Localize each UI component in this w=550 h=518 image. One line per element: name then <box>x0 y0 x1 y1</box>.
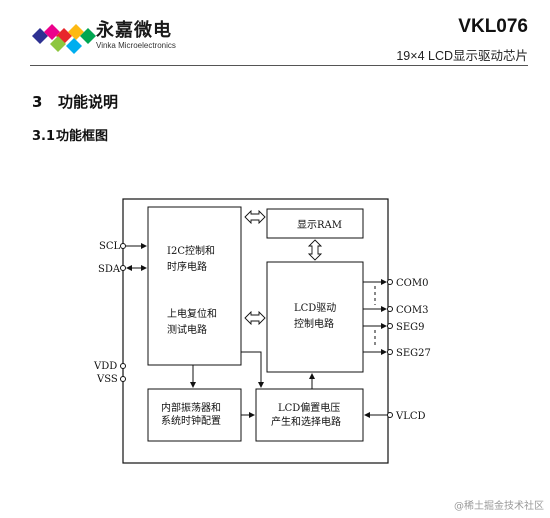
i2c-to-bias-wire <box>241 351 264 388</box>
pin-sda <box>120 265 126 271</box>
pin-scl <box>120 243 126 249</box>
lcd-driver-label: LCD驱动 <box>294 302 336 314</box>
subsection-number: 3.1 <box>32 129 56 144</box>
subsection-heading: 3.1功能框图 <box>32 125 108 144</box>
reset-block-label: 上电复位和 <box>167 307 217 320</box>
pin-label-com3: COM3 <box>396 305 428 316</box>
watermark: @稀土掘金技术社区 <box>454 501 544 512</box>
chip-outline <box>122 198 389 464</box>
lcd-bias-label: 产生和选择电路 <box>271 415 341 428</box>
pin-com0 <box>387 279 393 285</box>
header-divider <box>30 65 528 66</box>
pin-vdd <box>120 363 126 369</box>
pin-label-vdd: VDD <box>93 361 117 372</box>
pin-seg27 <box>387 349 393 355</box>
section-heading: 3 功能说明 <box>32 91 118 112</box>
section-title: 功能说明 <box>58 93 119 111</box>
oscillator-block <box>147 388 242 442</box>
display-ram-block <box>266 208 364 239</box>
pin-label-vss: VSS <box>96 374 118 385</box>
oscillator-label: 系统时钟配置 <box>161 414 221 427</box>
logo-diamond <box>66 38 82 54</box>
pin-label-com0: COM0 <box>396 278 428 289</box>
i2c-block-label: 时序电路 <box>167 260 207 273</box>
i2c-control-block <box>147 206 242 366</box>
subsection-title: 功能框图 <box>56 129 109 144</box>
company-logo <box>32 24 96 54</box>
part-number: VKL076 <box>458 16 528 37</box>
pin-label-seg27: SEG27 <box>396 348 431 359</box>
pin-label-seg9: SEG9 <box>396 322 425 333</box>
bus-double-arrow <box>244 209 266 225</box>
pin-vss <box>120 376 126 382</box>
bus-double-arrow <box>244 310 266 326</box>
lcd-bias-label: LCD偏置电压 <box>278 401 340 414</box>
reset-block-label: 测试电路 <box>167 323 207 336</box>
lcd-driver-label: 控制电路 <box>294 317 334 330</box>
pin-label-vlcd: VLCD <box>395 411 426 422</box>
lcd-bias-block <box>255 388 364 442</box>
logo-diamond <box>50 36 66 52</box>
document-subtitle: 19×4 LCD显示驱动芯片 <box>396 49 528 63</box>
section-number: 3 <box>32 93 43 111</box>
oscillator-label: 内部振荡器和 <box>161 401 221 414</box>
ram-block-label: 显示RAM <box>297 219 342 231</box>
lcd-driver-block <box>266 261 364 373</box>
sda-arrowhead-left <box>126 265 132 271</box>
pin-label-sda: SDA <box>98 264 121 275</box>
brand-name-cn: 永嘉微电 <box>96 20 172 41</box>
pin-com3 <box>387 306 393 312</box>
pin-vlcd <box>387 412 393 418</box>
pin-seg9 <box>387 323 393 329</box>
i2c-block-label: I2C控制和 <box>167 244 215 257</box>
pin-label-scl: SCL <box>99 241 121 252</box>
brand-name-en: Vinka Microelectronics <box>96 41 176 50</box>
ram-driver-double-arrow <box>307 239 323 261</box>
logo-diamond <box>80 28 96 44</box>
